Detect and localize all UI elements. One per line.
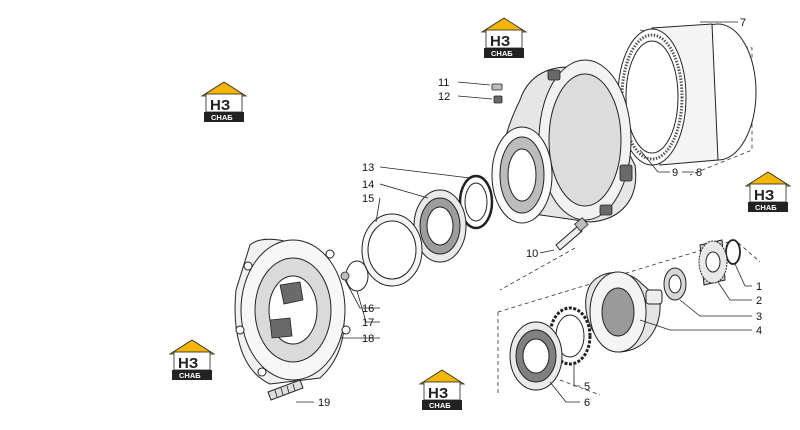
callout-8: 8 [696, 167, 702, 179]
part-12-plug [493, 95, 503, 104]
part-2-spur-gear [698, 239, 728, 286]
callout-3: 3 [756, 311, 762, 323]
svg-text:НЗ: НЗ [178, 355, 198, 372]
watermark-logos: НЗ СНАБ НЗ СНАБ НЗ СНАБ НЗ СНАБ [168, 17, 792, 410]
part-4-planet-carrier [585, 271, 663, 353]
callout-13: 13 [362, 162, 374, 174]
watermark-logo: НЗ СНАБ [168, 339, 216, 380]
svg-text:СНАБ: СНАБ [179, 371, 201, 380]
svg-text:НЗ: НЗ [490, 33, 510, 50]
svg-text:НЗ: НЗ [210, 97, 230, 114]
leader-lines [296, 21, 752, 403]
callout-19: 19 [318, 397, 330, 409]
part-15-seal [361, 213, 423, 287]
callout-17: 17 [362, 317, 374, 329]
svg-text:СНАБ: СНАБ [429, 401, 451, 410]
callout-10: 10 [526, 248, 538, 260]
part-14-bearing [413, 189, 467, 263]
callout-12: 12 [438, 91, 450, 103]
part-18-wheel-hub [234, 238, 351, 385]
part-3-bushing [663, 267, 687, 301]
callout-6: 6 [584, 397, 590, 409]
callout-15: 15 [362, 193, 374, 205]
callout-11: 11 [438, 77, 449, 89]
svg-text:СНАБ: СНАБ [755, 203, 777, 212]
part-7-ring-drum [617, 23, 757, 166]
part-19-stud [267, 379, 304, 401]
callout-7: 7 [740, 17, 746, 29]
callout-labels: 1 2 3 4 5 6 7 8 9 10 11 12 13 14 15 16 1… [318, 17, 762, 409]
watermark-logo: НЗ СНАБ [480, 17, 528, 58]
callout-5: 5 [584, 381, 590, 393]
watermark-logo: НЗ СНАБ [200, 81, 248, 122]
svg-text:СНАБ: СНАБ [211, 113, 233, 122]
watermark-logo: НЗ СНАБ [418, 369, 466, 410]
watermark-logo: НЗ СНАБ [744, 171, 792, 212]
part-10-bolt [555, 217, 589, 251]
part-13-o-ring [458, 174, 494, 230]
svg-text:НЗ: НЗ [754, 187, 774, 204]
part-1-snap-ring [725, 239, 741, 265]
callout-4: 4 [756, 325, 762, 337]
svg-text:НЗ: НЗ [428, 385, 448, 402]
callout-14: 14 [362, 179, 374, 191]
svg-text:СНАБ: СНАБ [491, 49, 513, 58]
part-6-bearing [509, 321, 563, 391]
part-16-plug [340, 271, 350, 281]
callout-16: 16 [362, 303, 374, 315]
part-11-plug [491, 83, 503, 91]
part-8-hub-housing [491, 59, 637, 224]
callout-2: 2 [756, 295, 762, 307]
callout-1: 1 [756, 281, 762, 293]
callout-18: 18 [362, 333, 374, 345]
callout-9: 9 [672, 167, 678, 179]
